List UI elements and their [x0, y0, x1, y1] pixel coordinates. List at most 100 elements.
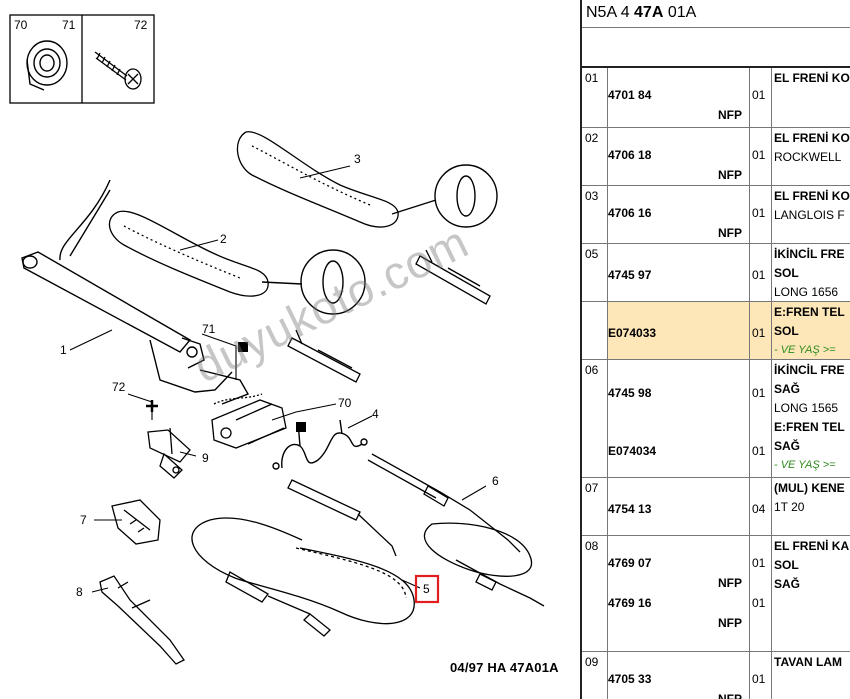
- inset-label-71: 71: [62, 18, 76, 32]
- cell-mid: [608, 652, 750, 699]
- part-number-link[interactable]: 4706 16: [608, 206, 652, 220]
- description-line: SAĞ: [774, 382, 801, 396]
- description-line: EL FRENİ KO: [774, 71, 850, 85]
- part-number-link[interactable]: E074033: [608, 326, 657, 340]
- cable-5-shape: [191, 479, 415, 637]
- description-line: EL FRENİ KO: [774, 131, 850, 145]
- cell-mid: [608, 302, 750, 359]
- description-line: ROCKWELL: [774, 150, 842, 164]
- description-line: EL FRENİ KA: [774, 539, 850, 553]
- description-line: E:FREN TEL: [774, 305, 845, 319]
- callout-72[interactable]: 72: [112, 380, 126, 394]
- cell-num: [582, 68, 608, 127]
- callout-1[interactable]: 1: [60, 343, 67, 357]
- ref-number: 05: [585, 247, 599, 261]
- bracket-8-shape: [99, 575, 185, 665]
- cell-num: [582, 536, 608, 651]
- description-line: - VE YAŞ >=: [774, 459, 836, 471]
- screw-icon: [94, 51, 142, 90]
- cell-qty: [750, 244, 772, 301]
- nfp-flag: NFP: [718, 692, 742, 699]
- cell-qty: [750, 478, 772, 535]
- callout-71[interactable]: 71: [202, 322, 216, 336]
- ref-suffix: 01A: [663, 4, 697, 21]
- callout-5-highlight: [414, 574, 440, 604]
- header-spacer: [582, 28, 850, 68]
- part-number-link[interactable]: 4745 97: [608, 268, 652, 282]
- description-line: SAĞ: [774, 439, 801, 453]
- callout-3[interactable]: 3: [354, 152, 361, 166]
- nfp-flag: NFP: [718, 108, 742, 122]
- marker-squares: [146, 342, 306, 432]
- cell-mid: [608, 244, 750, 301]
- ref-prefix: N5A 4: [586, 4, 635, 21]
- quantity: 01: [752, 386, 766, 400]
- cell-mid: [608, 68, 750, 127]
- description-line: - VE YAŞ >=: [774, 344, 836, 356]
- cell-num: [582, 128, 608, 185]
- diagram-code: 04/97 HA 47A01A: [450, 660, 559, 675]
- cell-num: [582, 302, 608, 359]
- callout-2[interactable]: 2: [220, 232, 227, 246]
- cell-qty: [750, 536, 772, 651]
- ref-number: 09: [585, 655, 599, 669]
- ref-bold: 47A: [634, 4, 664, 21]
- description-line: EL FRENİ KO: [774, 189, 850, 203]
- reference-header: N5A 4 47A 01A: [582, 0, 850, 28]
- description-line: LONG 1656: [774, 285, 839, 299]
- callout-4[interactable]: 4: [372, 407, 379, 421]
- callout-5[interactable]: 5: [423, 582, 430, 596]
- part-number-link[interactable]: 4706 18: [608, 148, 652, 162]
- ref-number: 07: [585, 481, 599, 495]
- spring-clip-4-shape: [272, 419, 368, 470]
- callout-9[interactable]: 9: [202, 451, 209, 465]
- description-line: E:FREN TEL: [774, 420, 845, 434]
- cell-mid: [608, 360, 750, 477]
- cell-qty: [750, 68, 772, 127]
- part-number-link[interactable]: E074034: [608, 444, 657, 458]
- lever-1-shape: [21, 179, 250, 405]
- description-line: SAĞ: [774, 577, 801, 591]
- inset-label-72: 72: [134, 18, 148, 32]
- cell-mid: [608, 186, 750, 243]
- cell-mid: [608, 128, 750, 185]
- inset-box: [9, 14, 155, 104]
- parking-brake-illustration: [9, 14, 545, 665]
- ref-number: 02: [585, 131, 599, 145]
- nfp-flag: NFP: [718, 616, 742, 630]
- cell-qty: [750, 186, 772, 243]
- part-number-link[interactable]: 4705 33: [608, 672, 652, 686]
- description-line: İKİNCİL FRE: [774, 363, 845, 377]
- cell-desc: [772, 536, 850, 651]
- description-line: 1T 20: [774, 500, 805, 514]
- callout-7[interactable]: 7: [80, 513, 87, 527]
- description-line: SOL: [774, 266, 799, 280]
- part-number-link[interactable]: 4745 98: [608, 386, 652, 400]
- cable-6-shape: [367, 453, 545, 607]
- callout-70[interactable]: 70: [338, 396, 352, 410]
- part-number-link[interactable]: 4754 13: [608, 502, 652, 516]
- pad-3-shape: [236, 131, 399, 228]
- part-number-link[interactable]: 4769 16: [608, 596, 652, 610]
- part-number-link[interactable]: 4769 07: [608, 556, 652, 570]
- cell-num: [582, 186, 608, 243]
- part-number-link[interactable]: 4701 84: [608, 88, 652, 102]
- cell-num: [582, 360, 608, 477]
- pivot-9-shape: [147, 427, 191, 479]
- leader-lines: [69, 165, 487, 593]
- callout-8[interactable]: 8: [76, 585, 83, 599]
- cell-qty: [750, 360, 772, 477]
- callout-6[interactable]: 6: [492, 474, 499, 488]
- exploded-diagram: 70 71 72 1 2 3 4 5 6 7 8 9 70 71 72 duyu…: [9, 14, 559, 675]
